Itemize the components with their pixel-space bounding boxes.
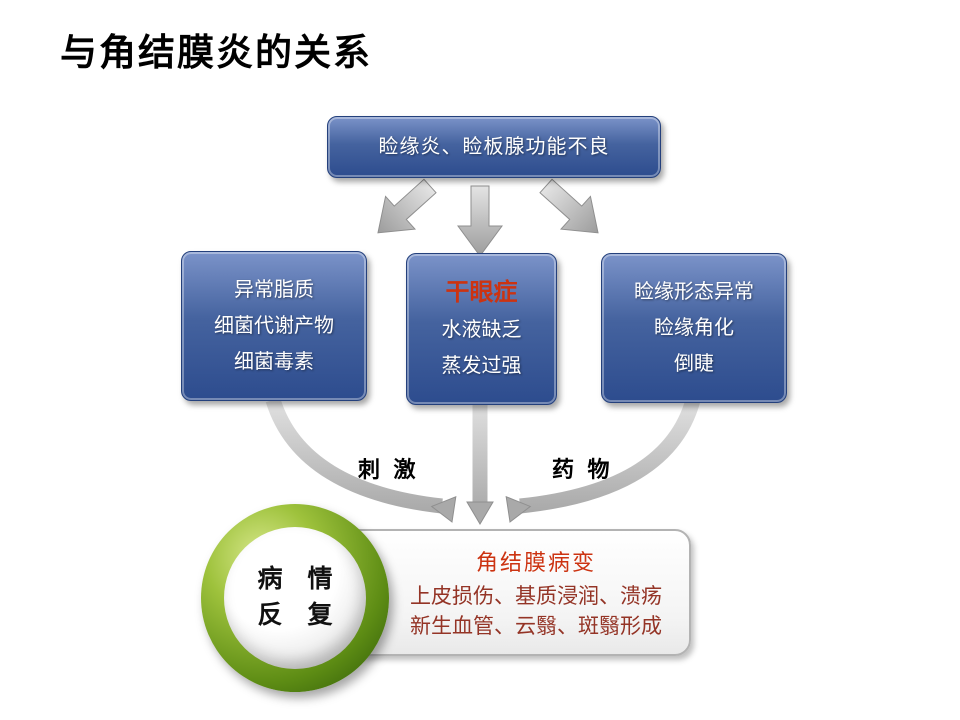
result-line: 新生血管、云翳、斑翳形成 <box>410 613 662 638</box>
sphere-line: 病 情 <box>257 566 333 593</box>
result-line: 上皮损伤、基质浸润、溃疡 <box>410 583 662 608</box>
left-box-line: 异常脂质 <box>234 279 314 301</box>
arrow-top-right <box>539 178 599 234</box>
sphere-line: 反 复 <box>257 602 333 629</box>
right-box-line: 睑缘角化 <box>654 317 734 339</box>
relapse-sphere: 病 情 反 复 <box>201 504 389 692</box>
result-title: 角结膜病变 <box>475 549 596 575</box>
relapse-sphere-ball: 病 情 反 复 <box>224 527 366 669</box>
top-box: 睑缘炎、睑板腺功能不良 <box>327 116 661 178</box>
label-stimulus: 刺 激 <box>358 457 420 482</box>
slide-title: 与角结膜炎的关系 <box>60 32 372 73</box>
right-box-line: 睑缘形态异常 <box>634 281 754 303</box>
right-box-line: 倒睫 <box>674 353 714 375</box>
arrow-converge-heads <box>430 495 532 525</box>
center-box-line: 水液缺乏 <box>441 319 522 341</box>
center-box-line: 蒸发过强 <box>441 355 522 377</box>
arrow-top-center <box>457 185 503 257</box>
center-box-title: 干眼症 <box>445 280 518 306</box>
left-box-line: 细菌代谢产物 <box>214 315 334 337</box>
left-box: 异常脂质 细菌代谢产物 细菌毒素 <box>181 251 367 401</box>
label-drug: 药 物 <box>552 457 614 482</box>
arrow-converge-bands <box>265 397 701 514</box>
left-box-line: 细菌毒素 <box>234 351 314 373</box>
right-box: 睑缘形态异常 睑缘角化 倒睫 <box>601 253 787 403</box>
arrow-top-left <box>377 178 437 234</box>
center-box: 干眼症 水液缺乏 蒸发过强 <box>406 253 557 405</box>
top-box-label: 睑缘炎、睑板腺功能不良 <box>378 136 610 158</box>
